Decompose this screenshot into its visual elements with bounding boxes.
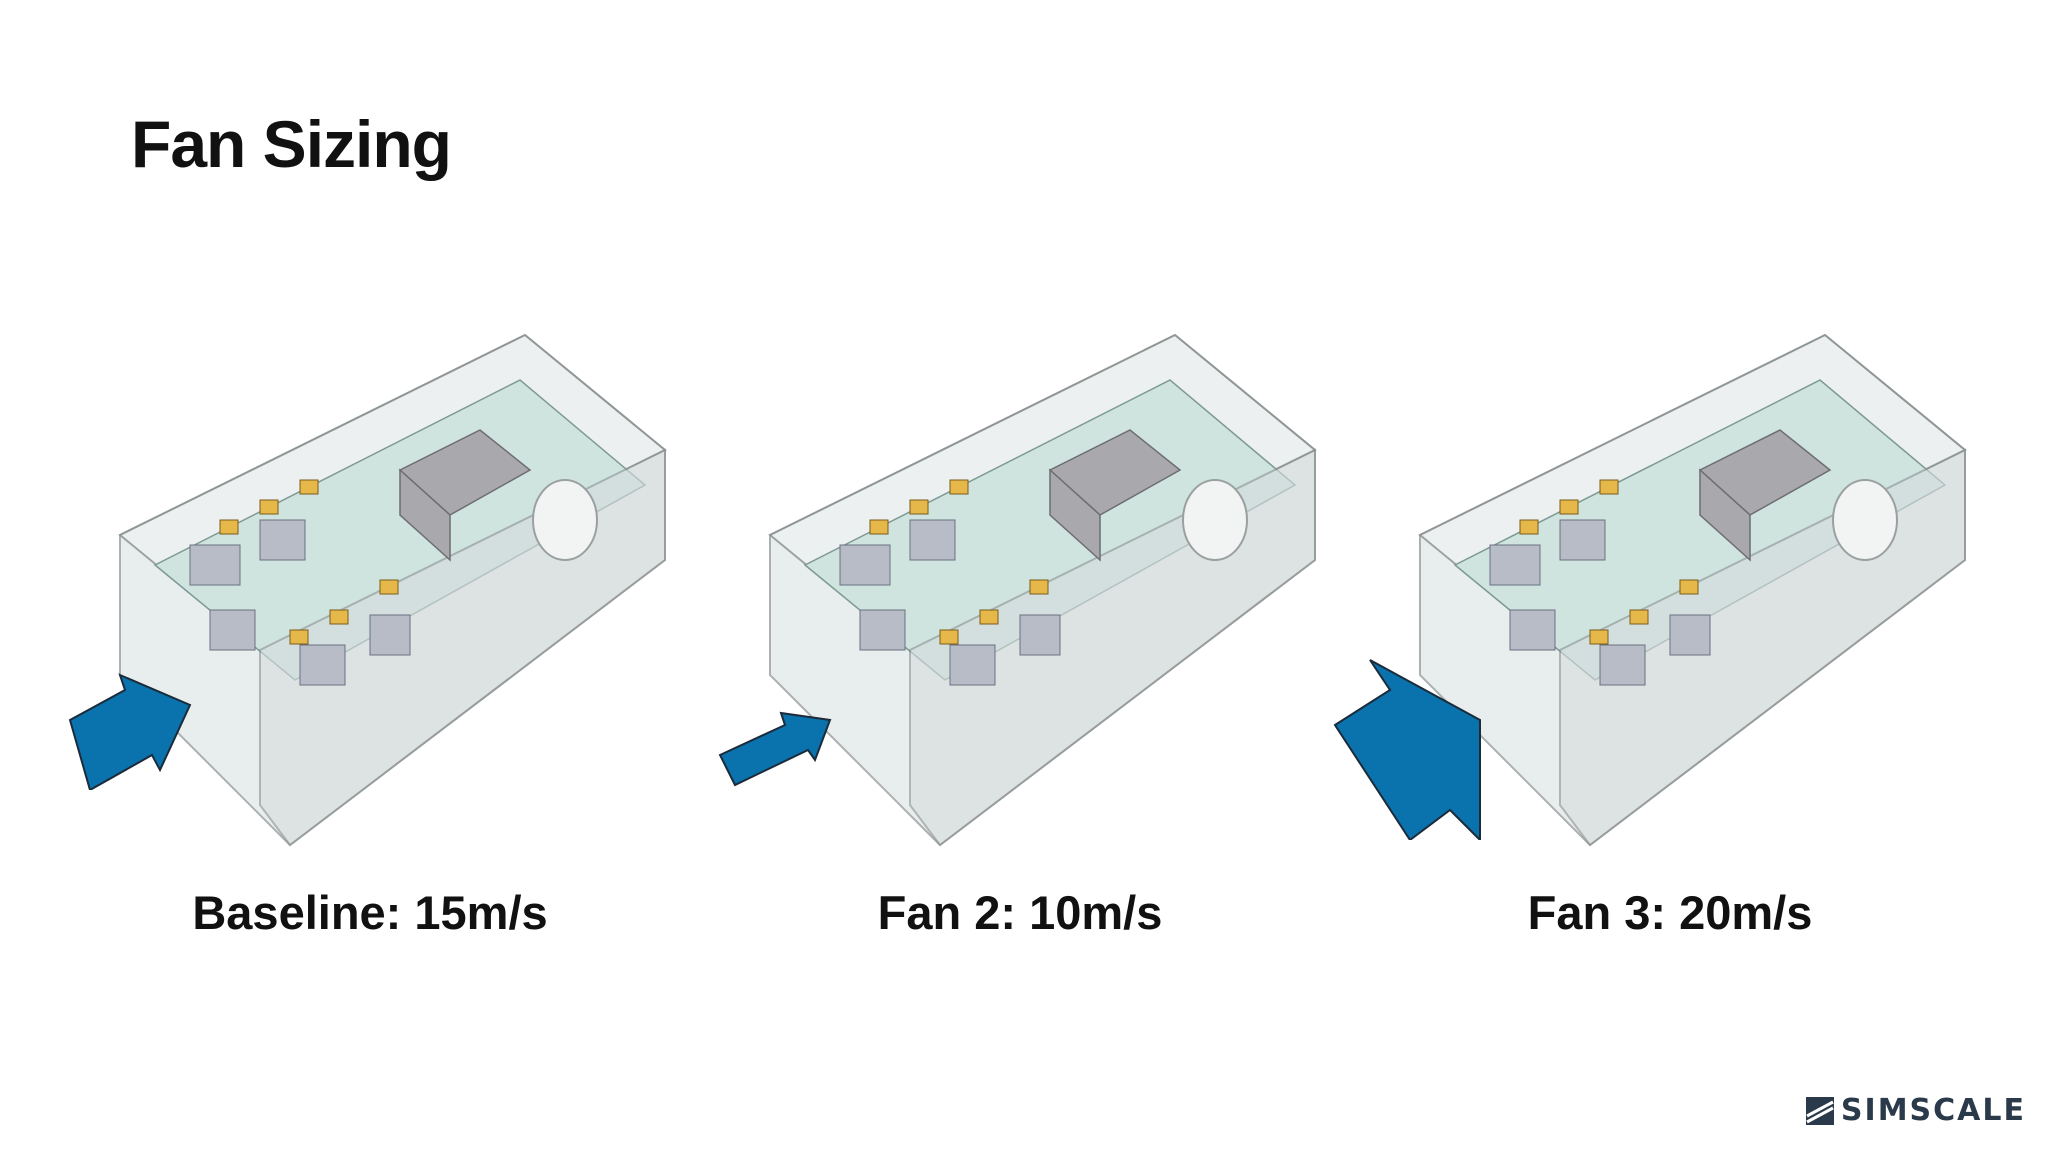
electronics-enclosure-illustration [768,333,1317,847]
electronics-enclosure-illustration [118,333,667,847]
medium-arrow-icon [68,673,192,790]
enclosure [118,333,667,847]
panel-fan-3: Fan 3: 20m/s [1333,320,1980,980]
slide-title: Fan Sizing [131,107,452,181]
brand-name: SIMSCALE [1840,1093,2026,1128]
simscale-logo: SIMSCALE [1805,1093,2026,1128]
electronics-enclosure-illustration [1418,333,1967,847]
small-arrow-icon [718,711,832,787]
panel-fan-2: Fan 2: 10m/s [710,320,1330,980]
large-arrow-icon [1333,659,1481,840]
enclosure [1418,333,1967,847]
panel-baseline: Baseline: 15m/s [60,320,680,980]
panel-caption: Baseline: 15m/s [192,886,548,939]
simscale-logo-icon [1805,1096,1834,1125]
enclosure [768,333,1317,847]
panel-caption: Fan 3: 20m/s [1527,886,1813,939]
panel-caption: Fan 2: 10m/s [877,886,1163,939]
